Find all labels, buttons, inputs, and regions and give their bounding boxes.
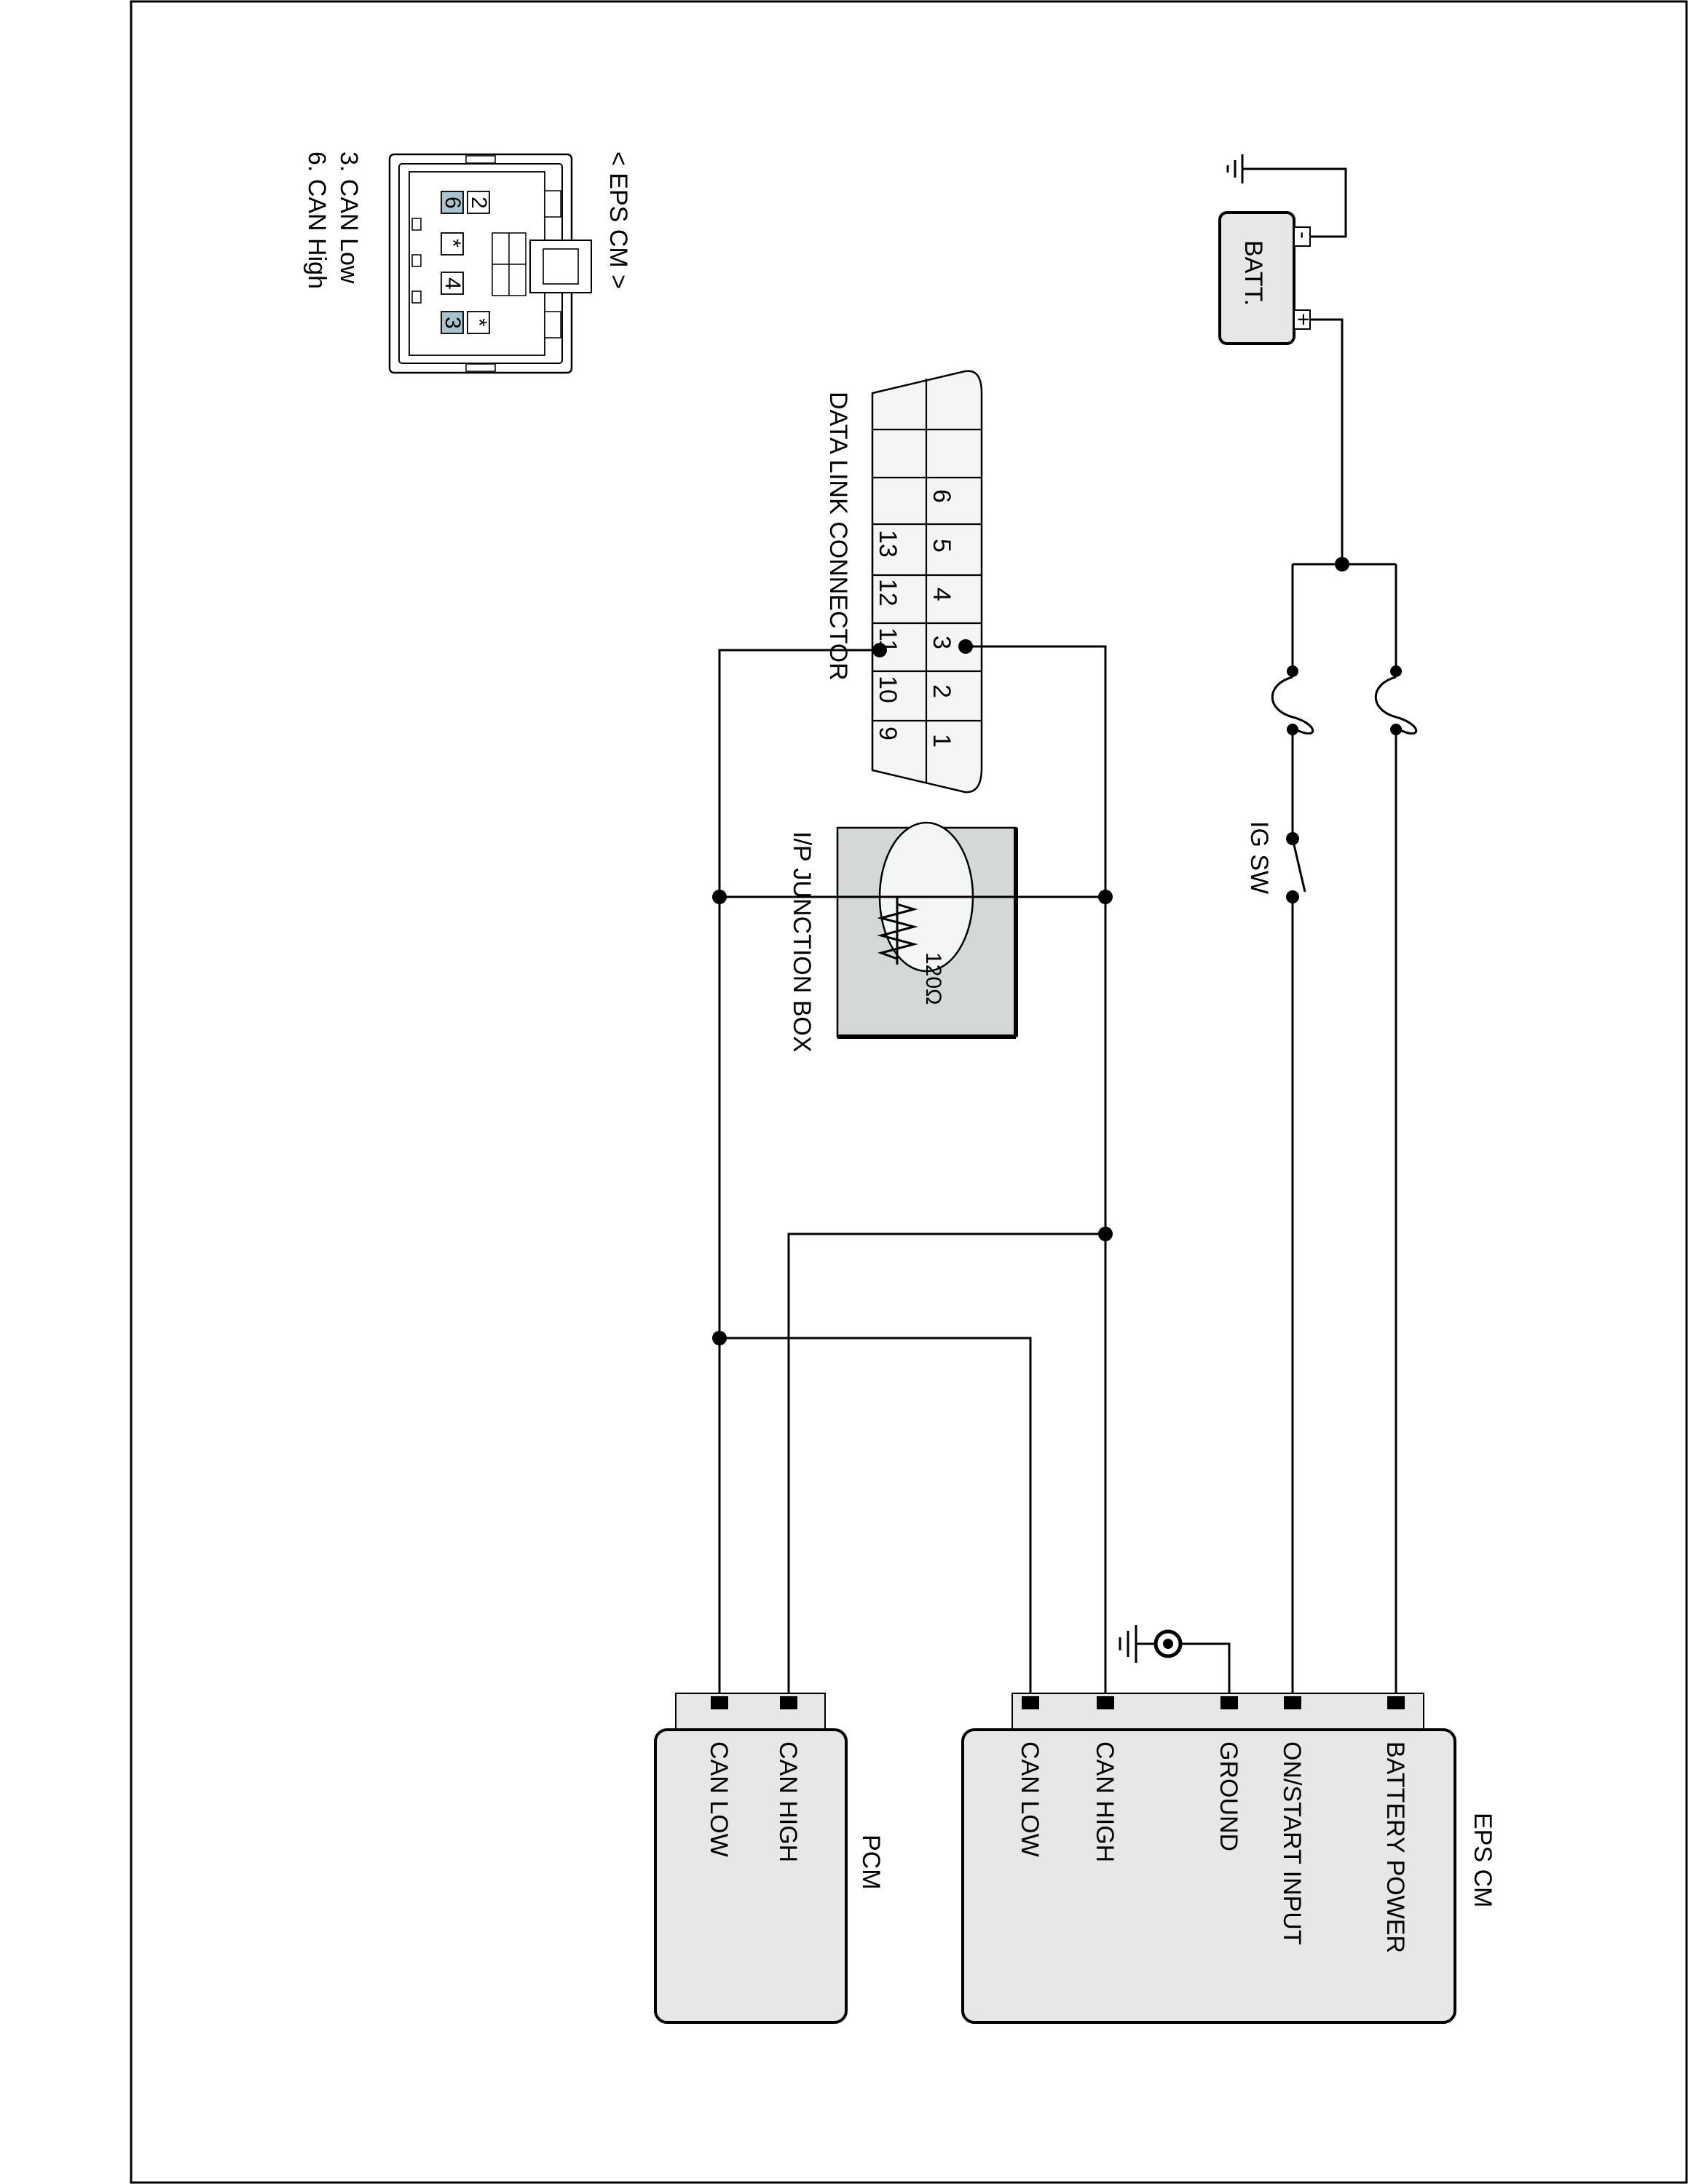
ip-junction-box: 120Ω I/P JUNCTION BOX bbox=[788, 821, 1018, 1053]
dlc-pin-9: 9 bbox=[874, 727, 902, 740]
connector-cavity-6: 6 bbox=[441, 191, 465, 214]
can-high-wiring bbox=[787, 639, 1113, 1704]
eps-cm-module: EPS CM BATTERY POWER ON/START INPUT GROU… bbox=[961, 1693, 1496, 2024]
battery-positive-label: + bbox=[1291, 313, 1315, 326]
pcm-title: PCM bbox=[857, 1835, 885, 1890]
eps-pin-can-low: CAN LOW bbox=[1016, 1741, 1044, 1857]
dlc-pin-10: 10 bbox=[874, 676, 902, 703]
pcm-pin-can-high: CAN HIGH bbox=[774, 1741, 802, 1862]
eps-ground-icon bbox=[1119, 1625, 1231, 1704]
dlc-pin-1: 1 bbox=[928, 734, 955, 748]
svg-text:*: * bbox=[467, 318, 491, 327]
eps-cm-connector-legend: < EPS CM > 3. CAN Low 6. CAN High bbox=[303, 151, 632, 374]
dlc-pin-5: 5 bbox=[928, 539, 955, 553]
pcm-module: PCM CAN HIGH CAN LOW bbox=[654, 1693, 885, 2024]
dlc-pin-6: 6 bbox=[928, 489, 955, 503]
legend-connector-title: < EPS CM > bbox=[604, 151, 632, 289]
dlc-pin-12: 12 bbox=[874, 579, 902, 606]
ignition-switch: IG SW bbox=[1245, 821, 1306, 1704]
eps-pin-battery-power: BATTERY POWER bbox=[1381, 1741, 1409, 1953]
battery: BATT. - + bbox=[1218, 211, 1315, 345]
dlc-pin-13: 13 bbox=[874, 530, 902, 558]
dlc-pin-2: 2 bbox=[928, 684, 955, 698]
svg-text:4: 4 bbox=[441, 277, 465, 290]
svg-text:3: 3 bbox=[441, 317, 465, 329]
battery-ground-icon bbox=[1226, 154, 1347, 238]
dlc-pin-4: 4 bbox=[928, 587, 955, 601]
dlc-pin-3: 3 bbox=[928, 636, 955, 649]
eps-pin-can-high: CAN HIGH bbox=[1091, 1741, 1119, 1862]
dlc-label: DATA LINK CONNECTOR bbox=[824, 392, 852, 681]
legend-pin-note-can-low: 3. CAN Low bbox=[335, 151, 363, 284]
svg-text:6: 6 bbox=[441, 197, 465, 209]
pcm-pin-can-low: CAN LOW bbox=[705, 1741, 733, 1857]
connector-cavity-3: 3 bbox=[441, 311, 465, 334]
fuse-battery-power-icon bbox=[1374, 564, 1418, 1704]
eps-pin-ground: GROUND bbox=[1215, 1741, 1242, 1851]
data-link-connector: 6 5 4 3 2 1 13 12 11 10 9 DATA LINK CONN… bbox=[824, 370, 983, 794]
junction-box-label: I/P JUNCTION BOX bbox=[788, 831, 816, 1053]
battery-feed-wire bbox=[1310, 318, 1344, 564]
svg-text:2: 2 bbox=[467, 197, 491, 209]
battery-negative-label: - bbox=[1291, 232, 1315, 239]
eps-pin-on-start-input: ON/START INPUT bbox=[1278, 1741, 1306, 1945]
connector-cavity-blank-2: * bbox=[467, 311, 491, 334]
svg-text:*: * bbox=[441, 239, 465, 248]
connector-cavity-4: 4 bbox=[441, 272, 465, 295]
resistor-value: 120Ω bbox=[921, 952, 945, 1005]
eps-cm-title: EPS CM bbox=[1469, 1813, 1496, 1907]
ignition-switch-label: IG SW bbox=[1245, 821, 1273, 894]
page-frame bbox=[130, 0, 1688, 2184]
battery-label: BATT. bbox=[1239, 240, 1267, 306]
connector-cavity-2: 2 bbox=[467, 191, 491, 214]
connector-cavity-blank-1: * bbox=[441, 232, 465, 256]
fuse-ignition-icon bbox=[1271, 564, 1314, 839]
can-low-wiring bbox=[712, 643, 1032, 1704]
legend-pin-note-can-high: 6. CAN High bbox=[303, 151, 331, 289]
connector-face-icon bbox=[388, 153, 592, 374]
